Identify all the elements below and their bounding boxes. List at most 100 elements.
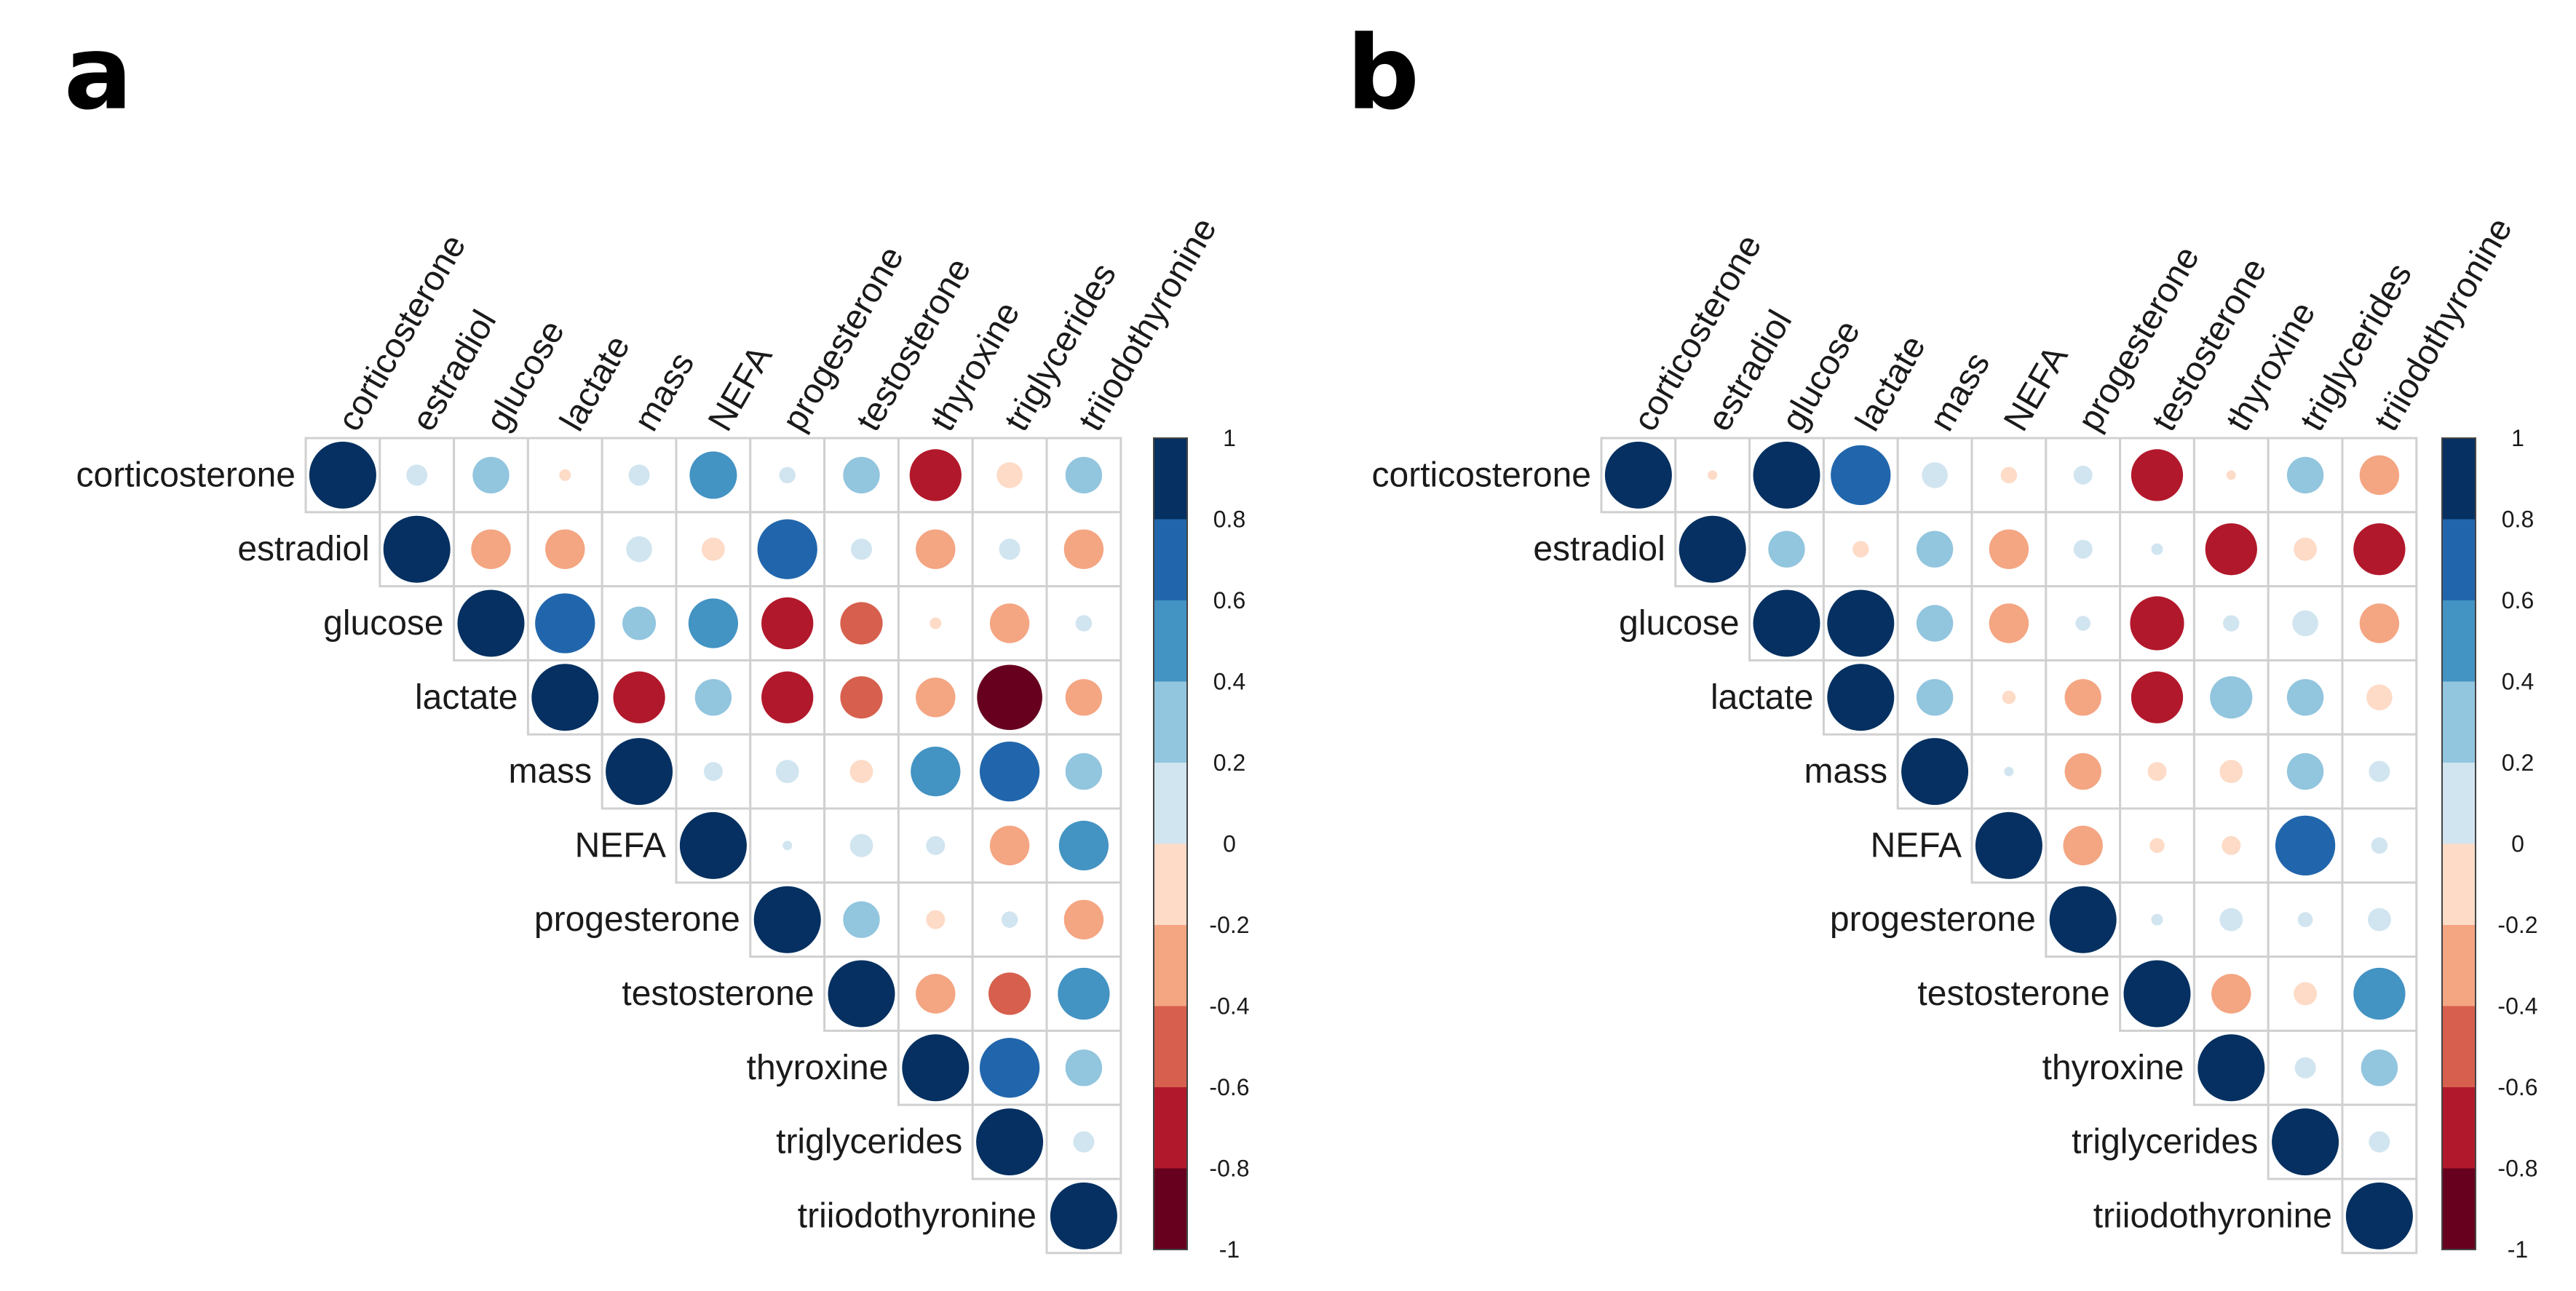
colorbar-tick-label: -0.8	[1209, 1156, 1249, 1182]
row-label-thyroxine: thyroxine	[2042, 1049, 2184, 1087]
correlation-circle-triglycerides-triiodothyronine	[1073, 1131, 1095, 1153]
correlation-circle-NEFA-triiodothyronine	[2371, 837, 2388, 854]
correlation-circle-testosterone-triglycerides	[2294, 982, 2318, 1006]
matrix-cell	[2341, 807, 2418, 884]
correlation-circle-NEFA-testosterone	[2149, 838, 2165, 854]
colorbar-tick-label: -0.6	[2497, 1074, 2537, 1100]
correlation-circle-lactate-lactate	[1827, 664, 1895, 731]
colorbar-segment	[2442, 925, 2476, 1006]
correlation-circle-progesterone-testosterone	[2151, 913, 2163, 926]
correlation-circle-lactate-triglycerides	[2286, 679, 2324, 716]
correlation-circle-triglycerides-triglycerides	[976, 1108, 1044, 1176]
correlation-circle-estradiol-glucose	[471, 529, 511, 569]
colorbar-tick-label: -1	[2508, 1236, 2528, 1263]
colorbar-tick-label: 0.6	[2502, 587, 2534, 613]
colorbar-tick-label: 0.6	[1213, 587, 1245, 613]
row-label-triiodothyronine: triiodothyronine	[798, 1196, 1037, 1235]
colorbar-tick-label: 0	[1223, 831, 1236, 857]
colorbar-tick-label: -1	[1219, 1236, 1240, 1263]
colorbar-segment	[1154, 1006, 1187, 1088]
row-label-glucose: glucose	[323, 604, 443, 643]
colorbar-segment	[2442, 843, 2476, 926]
colorbar-tick-label: 1	[2511, 425, 2524, 451]
correlation-circle-glucose-NEFA	[688, 598, 739, 648]
colorbar-frame	[1153, 437, 1188, 1250]
correlation-circle-testosterone-testosterone	[828, 960, 895, 1028]
correlation-circle-estradiol-NEFA	[701, 537, 725, 561]
correlation-circle-thyroxine-triglycerides	[979, 1038, 1040, 1098]
row-label-lactate: lactate	[1711, 678, 1813, 717]
correlation-circle-corticosterone-NEFA	[2000, 466, 2018, 484]
correlation-circle-estradiol-progesterone	[757, 519, 817, 579]
column-label-lactate: lactate	[552, 329, 638, 437]
correlation-circle-corticosterone-mass	[628, 464, 650, 486]
correlation-circle-estradiol-progesterone	[2073, 539, 2093, 559]
correlation-circle-NEFA-NEFA	[679, 811, 747, 879]
colorbar-segment	[1154, 519, 1187, 601]
correlation-circle-corticosterone-triglycerides	[2286, 456, 2324, 494]
row-label-estradiol: estradiol	[1533, 530, 1665, 568]
colorbar-tick-label: -0.2	[1209, 912, 1249, 938]
colorbar-tick-label: 0.4	[2502, 669, 2534, 695]
correlation-circle-lactate-mass	[613, 671, 665, 723]
correlation-circle-lactate-lactate	[531, 664, 599, 731]
correlation-circle-estradiol-NEFA	[1989, 529, 2029, 569]
correlation-circle-estradiol-triiodothyronine	[1063, 529, 1104, 569]
correlation-circle-estradiol-estradiol	[383, 515, 451, 583]
correlation-circle-lactate-progesterone	[761, 671, 814, 723]
colorbar-segment	[1154, 681, 1187, 763]
colorbar-tick-label: 0.4	[1213, 669, 1245, 695]
colorbar-tick-label: -0.2	[2497, 912, 2537, 938]
correlation-circle-corticosterone-NEFA	[689, 451, 737, 499]
row-label-lactate: lactate	[415, 678, 518, 717]
correlation-circle-corticosterone-lactate	[559, 469, 571, 481]
correlation-circle-estradiol-triiodothyronine	[2353, 523, 2406, 576]
row-label-thyroxine: thyroxine	[747, 1049, 889, 1087]
row-label-NEFA: NEFA	[1871, 826, 1962, 865]
correlation-circle-glucose-testosterone	[2130, 596, 2184, 651]
correlation-circle-glucose-testosterone	[840, 602, 883, 645]
row-label-NEFA: NEFA	[575, 826, 666, 865]
colorbar-tick-label: -0.4	[2497, 993, 2537, 1020]
row-label-progesterone: progesterone	[1830, 900, 2036, 939]
row-label-mass: mass	[1804, 752, 1888, 791]
row-label-testosterone: testosterone	[1917, 974, 2109, 1013]
correlation-circle-glucose-lactate	[535, 593, 595, 654]
correlation-circle-estradiol-testosterone	[2151, 543, 2163, 555]
correlation-circle-testosterone-thyroxine	[916, 974, 956, 1014]
correlation-circle-corticosterone-testosterone	[843, 456, 880, 494]
correlation-circle-estradiol-thyroxine	[916, 529, 956, 569]
colorbar-segment	[2442, 438, 2476, 520]
row-label-corticosterone: corticosterone	[1372, 456, 1591, 494]
correlation-circle-thyroxine-thyroxine	[2197, 1034, 2265, 1102]
correlation-circle-glucose-triiodothyronine	[1075, 615, 1093, 632]
correlation-circle-mass-NEFA	[2004, 766, 2014, 776]
correlation-circle-corticosterone-corticosterone	[1604, 441, 1672, 509]
correlation-circle-mass-progesterone	[775, 760, 799, 784]
row-label-progesterone: progesterone	[534, 900, 740, 939]
colorbar-segment	[1154, 438, 1187, 520]
correlation-circle-glucose-thyroxine	[2223, 615, 2240, 632]
correlation-circle-lactate-testosterone	[2131, 671, 2184, 723]
correlation-circle-mass-testosterone	[849, 760, 873, 784]
correlation-circle-lactate-mass	[1916, 679, 1954, 716]
matrix-cell	[526, 511, 603, 588]
correlation-circle-glucose-glucose	[1753, 589, 1820, 657]
correlation-circle-estradiol-testosterone	[850, 539, 873, 560]
correlation-circle-estradiol-lactate	[545, 529, 585, 569]
correlation-circle-mass-testosterone	[2147, 762, 2167, 782]
row-label-estradiol: estradiol	[237, 530, 369, 568]
correlation-circle-glucose-glucose	[457, 589, 525, 657]
correlation-circle-mass-thyroxine	[2219, 760, 2243, 784]
row-label-mass: mass	[509, 752, 593, 791]
correlation-circle-estradiol-estradiol	[1679, 515, 1746, 583]
correlation-circle-corticosterone-triiodothyronine	[2359, 455, 2400, 496]
correlation-circle-NEFA-triglycerides	[2275, 815, 2336, 876]
panel-label: a	[64, 15, 132, 133]
correlation-circle-NEFA-thyroxine	[926, 835, 946, 855]
correlation-circle-NEFA-thyroxine	[2222, 835, 2241, 855]
colorbar-tick-label: -0.8	[2497, 1156, 2537, 1182]
correlation-circle-corticosterone-corticosterone	[309, 441, 376, 509]
colorbar-segment	[1154, 843, 1187, 926]
